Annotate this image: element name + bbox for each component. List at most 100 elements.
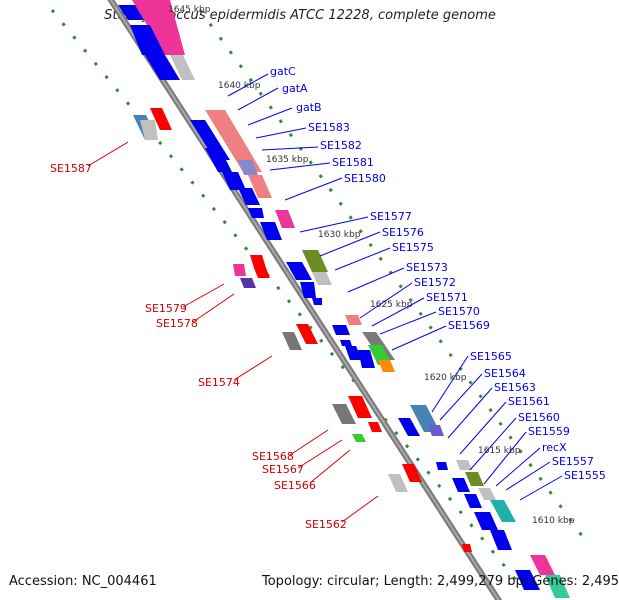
gene-arrow: [462, 544, 472, 552]
scale-tick: 1635 kbp: [266, 155, 309, 165]
gene-arrow: [332, 325, 350, 335]
gene-label: SE1571: [426, 291, 468, 304]
gene-label: SE1555: [564, 469, 606, 482]
gene-block: [312, 272, 332, 285]
gene-arrow: [452, 478, 470, 492]
gene-arrow: [402, 464, 422, 482]
scale-tick: 1610 kbp: [532, 516, 575, 526]
gene-arrow: [286, 262, 312, 280]
gene-arrow: [145, 55, 180, 80]
gene-arrow: [250, 255, 266, 268]
gene-block: [345, 315, 362, 325]
gene-arrow: [474, 512, 498, 530]
scale-tick: 1630 kbp: [318, 230, 361, 240]
gene-arrow: [248, 208, 264, 218]
gene-block: [456, 460, 472, 470]
gene-block: [352, 434, 366, 442]
gene-block: [478, 488, 496, 500]
gene-label: SE1569: [448, 319, 490, 332]
gene-label: SE1580: [344, 172, 386, 185]
scale-tick: 1645 kbp: [168, 5, 211, 15]
forward-labels: gatC gatA gatB SE1583 SE1582 SE1581 SE15…: [270, 65, 606, 482]
gene-label: SE1568: [252, 450, 294, 463]
gene-block: [248, 175, 272, 198]
gene-block: [530, 555, 555, 575]
gene-label: gatB: [296, 101, 322, 114]
gene-block: [275, 210, 295, 228]
gene-label: SE1579: [145, 302, 187, 315]
forward-label-lines: [227, 73, 563, 501]
gene-label: SE1587: [50, 162, 92, 175]
scale-tick: 1620 kbp: [424, 373, 467, 383]
gene-block: [140, 120, 158, 140]
gene-label: SE1573: [406, 261, 448, 274]
accession-text: Accession: NC_004461: [9, 574, 157, 589]
gene-label: SE1567: [262, 463, 304, 476]
gene-label: SE1583: [308, 121, 350, 134]
gene-label: SE1566: [274, 479, 316, 492]
gene-block: [545, 575, 570, 598]
gene-block: [170, 55, 195, 80]
gene-arrow: [260, 222, 282, 240]
scale-tick: 1640 kbp: [218, 81, 261, 91]
gene-block: [332, 404, 356, 424]
genome-summary-text: Topology: circular; Length: 2,499,279 bp…: [262, 574, 619, 589]
genome-map: 1645 kbp 1640 kbp 1635 kbp 1630 kbp 1625…: [50, 0, 606, 600]
gene-label: SE1576: [382, 226, 424, 239]
reverse-label-lines: [87, 141, 379, 523]
gene-arrow: [464, 494, 482, 508]
gene-label: SE1564: [484, 367, 526, 380]
gene-label: SE1561: [508, 395, 550, 408]
reverse-labels: SE1587 SE1579 SE1578 SE1574 SE1568 SE156…: [50, 162, 347, 531]
gene-label: SE1574: [198, 376, 240, 389]
tick-track-inner: [198, 9, 587, 541]
gene-label: gatC: [270, 65, 296, 78]
gene-arrow: [348, 396, 372, 418]
gene-arrow: [368, 422, 382, 432]
gene-label: SE1577: [370, 210, 412, 223]
scale-tick: 1625 kbp: [370, 300, 413, 310]
forward-genes: [118, 0, 570, 598]
gene-block: [428, 425, 444, 436]
gene-label: SE1557: [552, 455, 594, 468]
gene-block: [302, 250, 328, 272]
gene-label: SE1582: [320, 139, 362, 152]
gene-block: [282, 332, 302, 350]
gene-arrow: [358, 350, 375, 368]
gene-arrow: [515, 570, 540, 590]
gene-label: SE1565: [470, 350, 512, 363]
gene-arrow: [490, 530, 512, 550]
gene-label: recX: [542, 441, 567, 454]
gene-block: [205, 110, 262, 172]
reverse-genes: [133, 108, 472, 552]
gene-label: SE1562: [305, 518, 347, 531]
gene-arrow: [312, 298, 322, 305]
gene-block: [132, 0, 185, 55]
gene-arrow: [296, 324, 318, 344]
gene-block: [240, 278, 256, 288]
scale-ticks: 1645 kbp 1640 kbp 1635 kbp 1630 kbp 1625…: [168, 5, 575, 526]
gene-arrow: [150, 108, 172, 130]
gene-arrow: [436, 462, 448, 470]
gene-label: SE1578: [156, 317, 198, 330]
gene-label: SE1560: [518, 411, 560, 424]
gene-label: SE1559: [528, 425, 570, 438]
gene-label: gatA: [282, 82, 308, 95]
scale-tick: 1615 kbp: [478, 446, 521, 456]
gene-arrow: [238, 188, 260, 205]
gene-block: [378, 360, 395, 372]
gene-label: SE1572: [414, 276, 456, 289]
gene-arrow: [300, 282, 316, 298]
gene-arrow: [254, 268, 270, 278]
gene-block: [388, 474, 408, 492]
gene-block: [490, 500, 516, 522]
gene-label: SE1563: [494, 381, 536, 394]
gene-label: SE1570: [438, 305, 480, 318]
gene-arrow: [398, 418, 420, 436]
gene-arrow: [222, 172, 246, 190]
gene-arrow: [345, 346, 362, 360]
gene-arrow: [340, 340, 352, 346]
gene-block: [238, 160, 258, 175]
gene-label: SE1575: [392, 241, 434, 254]
gene-arrow: [205, 148, 232, 172]
